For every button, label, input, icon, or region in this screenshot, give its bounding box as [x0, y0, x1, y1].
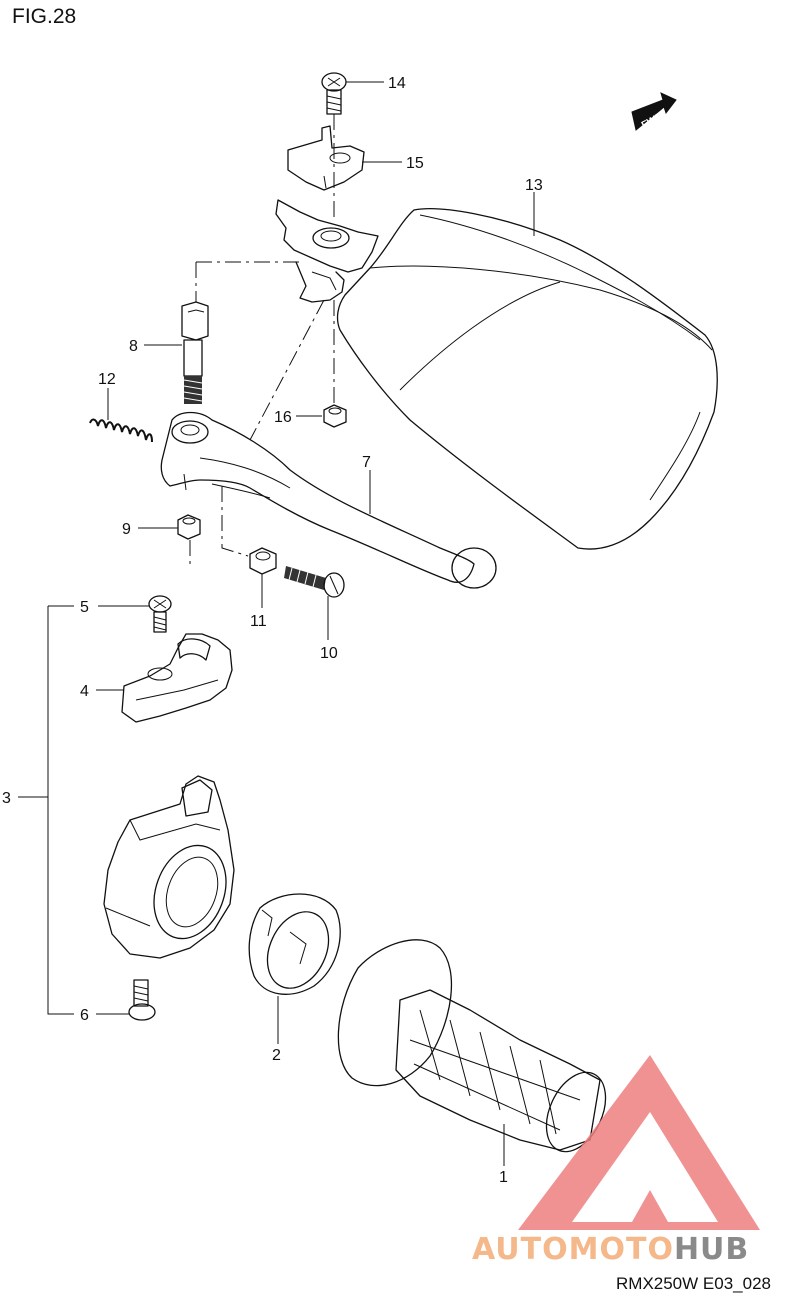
holder-cap-part-4 [121, 633, 233, 723]
callout-4: 4 [80, 683, 89, 700]
bolt-part-8 [181, 301, 209, 404]
guard-clamp-bracket [275, 199, 379, 303]
figure-code: RMX250W E03_028 [616, 1274, 771, 1293]
callout-2: 2 [272, 1047, 281, 1064]
watermark-logo: AUTOMOTOHUB [472, 1055, 760, 1267]
grip-part-1 [337, 939, 607, 1153]
watermark-part1: AUTOMOTO [472, 1232, 674, 1267]
hand-guard-part-13 [336, 208, 718, 550]
cover-plate-part-15 [287, 125, 365, 191]
assembly-lines [189, 114, 335, 566]
callout-14: 14 [388, 75, 406, 92]
leader-lines [18, 81, 535, 1166]
screw-part-14 [321, 72, 347, 115]
callouts: 14 15 13 8 12 16 7 9 11 10 5 4 3 6 2 1 [2, 75, 543, 1186]
fwd-arrow-icon: FWD [631, 92, 677, 131]
watermark-triangle-icon [518, 1055, 760, 1230]
callout-15: 15 [406, 155, 424, 172]
nut-part-11 [249, 547, 277, 575]
callout-1: 1 [499, 1169, 508, 1186]
callout-6: 6 [80, 1007, 89, 1024]
callout-8: 8 [129, 338, 138, 355]
callout-7: 7 [362, 454, 371, 471]
callout-9: 9 [122, 521, 131, 538]
callout-13: 13 [525, 177, 543, 194]
callout-12: 12 [98, 371, 116, 388]
nut-part-9 [177, 514, 201, 540]
figure-title: FIG.28 [12, 5, 76, 28]
lever-holder-part-3 [103, 775, 235, 959]
screw-part-5 [148, 595, 172, 633]
bolt-part-10 [284, 566, 345, 598]
spring-part-12 [89, 418, 153, 443]
nut-part-16 [323, 404, 347, 428]
callout-5: 5 [80, 599, 89, 616]
lever-part-7 [160, 411, 497, 589]
watermark-part2: HUB [674, 1232, 749, 1267]
callout-16: 16 [274, 409, 292, 426]
ring-part-2 [248, 893, 341, 995]
callout-10: 10 [320, 645, 338, 662]
watermark-text: AUTOMOTOHUB [472, 1232, 749, 1267]
screw-part-6 [128, 979, 156, 1021]
callout-11: 11 [250, 613, 267, 630]
callout-3: 3 [2, 790, 11, 807]
